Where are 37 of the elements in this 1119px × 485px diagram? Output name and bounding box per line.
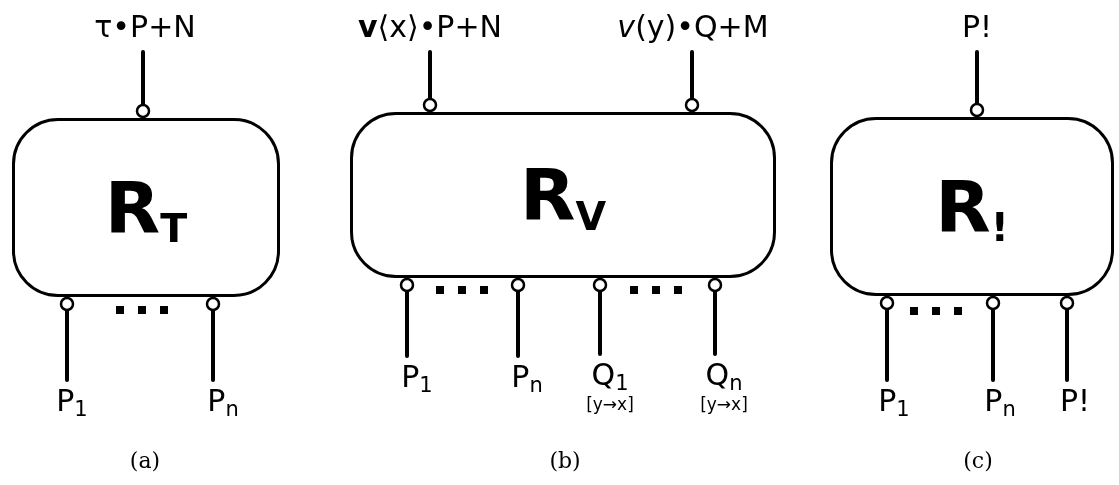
connector-line [707,276,723,356]
term-label: Q$_{n}$ [705,358,743,392]
connector-line [969,50,985,119]
term-label: P$_{n}$ [511,360,543,394]
connector-line [205,295,221,382]
connector-line [135,50,151,120]
connector-line [399,276,415,358]
connector-line [510,276,526,358]
connector-line [985,294,1001,382]
connector-line [422,50,438,114]
process-box [12,118,280,297]
term-label: τ•P+N [94,10,196,44]
box-label: R$_{V}$ [519,159,607,231]
term-label: P$_{n}$ [207,384,239,418]
box-label: R$_{T}$ [104,171,188,244]
term-label: P$_{n}$ [984,384,1016,418]
panel-caption: (a) [128,447,162,475]
connector-line [879,294,895,382]
term-label: v(y)•Q+M [617,10,769,44]
panel-caption: (b) [548,447,582,475]
substitution-label: [y→x] [586,394,634,414]
connector-line [59,295,75,382]
term-label: v⟨x⟩•P+N [357,10,503,44]
term-label: P$_{1}$ [878,384,910,418]
substitution-label: [y→x] [700,394,748,414]
box-label: R$_{!}$ [935,170,1009,243]
process-box [830,117,1114,296]
connector-line [684,50,700,114]
term-label: P$_{1}$ [56,384,88,418]
term-label: P$_{1}$ [401,360,433,394]
process-box [350,112,776,278]
connector-line [1059,294,1075,382]
term-label: P! [961,10,993,44]
panel-caption: (c) [962,447,994,475]
connector-line [592,276,608,356]
term-label: Q$_{1}$ [591,358,629,392]
term-label: P! [1059,384,1091,418]
